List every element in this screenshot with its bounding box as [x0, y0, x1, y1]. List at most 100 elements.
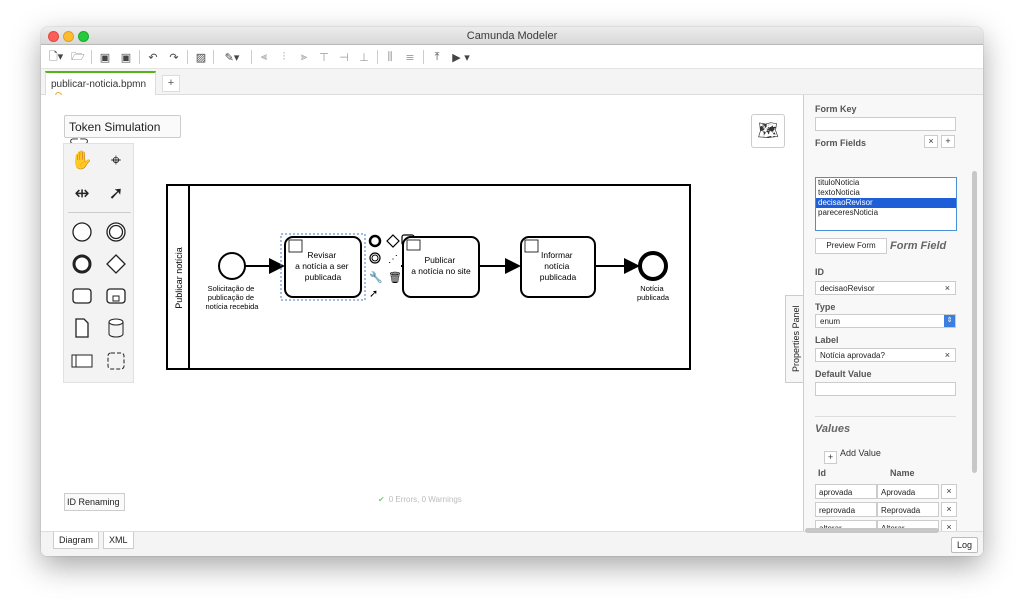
file-tab-label: publicar-noticia.bpmn [51, 79, 147, 90]
align-center-icon[interactable]: ⫶ [282, 50, 286, 63]
close-window-button[interactable] [48, 31, 59, 42]
change-type-icon[interactable]: 🔧 [369, 270, 383, 284]
clear-id-icon[interactable]: × [944, 283, 950, 293]
inform-label-line2: notícia [544, 261, 569, 271]
form-field-item[interactable]: textoNoticia [818, 188, 860, 197]
append-end-event-icon[interactable] [368, 234, 382, 248]
check-icon: ✔ [378, 495, 385, 504]
label-input[interactable]: Notícia aprovada?× [815, 348, 956, 362]
data-store-icon[interactable] [102, 314, 130, 342]
distribute-horizontal-icon[interactable]: ⫼ [387, 50, 393, 63]
remove-value-button[interactable]: × [941, 502, 957, 517]
value-name-input[interactable]: Reprovada [877, 502, 939, 517]
end-event-icon[interactable] [68, 250, 96, 278]
value-name-input[interactable]: Aprovada [877, 484, 939, 499]
form-field-item-selected[interactable]: decisaoRevisor [816, 198, 956, 208]
value-id-input[interactable]: aprovada [815, 484, 877, 499]
append-gateway-icon[interactable] [386, 234, 400, 248]
file-tab-bar: publicar-noticia.bpmn + [41, 69, 983, 99]
remove-field-button[interactable]: × [924, 135, 938, 148]
value-id-input[interactable]: reprovada [815, 502, 877, 517]
bpmn-diagram: Publicar notícia Solicitação de publicaç… [166, 184, 691, 370]
lint-status[interactable]: ✔0 Errors, 0 Warnings [378, 495, 462, 504]
preview-form-button[interactable]: Preview Form [815, 238, 887, 254]
append-annotation-icon[interactable]: ⋰ [388, 254, 398, 265]
subprocess-icon[interactable] [102, 282, 130, 310]
values-col-id: Id [818, 468, 826, 478]
redo-icon[interactable]: ↷ [169, 50, 179, 64]
open-file-icon[interactable]: 🗁 [71, 49, 85, 63]
value-id-input[interactable]: alterar [815, 520, 877, 531]
add-field-button[interactable]: + [941, 135, 955, 148]
app-window: Camunda Modeler 🗋▾ 🗁 ▣ ▣ ↶ ↷ ▨ ✎▾ ⫷ ⫶ ⫸ … [41, 27, 983, 556]
connect-flow-icon[interactable]: ➚ [369, 288, 378, 300]
delete-icon[interactable]: 🗑 [388, 271, 402, 284]
diagram-view-tab[interactable]: Diagram [53, 532, 100, 549]
remove-value-button[interactable]: × [941, 484, 957, 499]
user-task-icon [524, 239, 539, 253]
minimap-button[interactable]: 🗺 [751, 114, 785, 148]
save-as-icon[interactable]: ▣ [120, 50, 132, 64]
lasso-icon[interactable]: ⌖ [110, 149, 122, 170]
intermediate-event-icon[interactable] [102, 218, 130, 246]
data-object-icon[interactable] [68, 314, 96, 342]
form-field-item[interactable]: tituloNoticia [818, 178, 860, 187]
align-middle-icon[interactable]: ⊣ [339, 50, 349, 64]
form-fields-label: Form Fields [815, 138, 867, 148]
new-file-icon[interactable]: 🗋▾ [48, 49, 64, 63]
start-instance-icon[interactable]: ▶ ▾ [452, 50, 470, 64]
inform-label-line3: publicada [540, 272, 577, 282]
align-left-icon[interactable]: ⫷ [260, 50, 268, 63]
values-col-name: Name [890, 468, 915, 478]
align-right-icon[interactable]: ⫸ [300, 50, 308, 63]
group-icon[interactable] [102, 347, 130, 375]
connect-icon[interactable]: ➚ [108, 182, 124, 203]
review-label-line1: Revisar [307, 250, 336, 260]
space-tool-icon[interactable]: ⇹ [74, 182, 90, 203]
form-field-header: Form Field [890, 240, 947, 252]
end-event[interactable] [638, 251, 668, 281]
form-field-item[interactable]: pareceresNoticia [818, 208, 879, 217]
minimize-window-button[interactable] [63, 31, 74, 42]
start-event[interactable] [218, 252, 246, 280]
properties-horizontal-scrollbar[interactable] [805, 528, 939, 533]
form-fields-list[interactable]: tituloNoticia textoNoticia decisaoReviso… [815, 177, 957, 231]
add-value-button[interactable]: +Add Value [824, 448, 881, 464]
id-renaming-button[interactable]: ID Renaming [64, 493, 125, 511]
type-select[interactable]: enum⇕ [815, 314, 956, 328]
gateway-icon[interactable] [102, 250, 130, 278]
clear-label-icon[interactable]: × [944, 350, 950, 360]
add-tab-button[interactable]: + [162, 75, 180, 92]
add-value-label: Add Value [840, 448, 881, 458]
pool-icon[interactable] [68, 347, 96, 375]
color-picker-icon[interactable]: ✎▾ [224, 50, 240, 64]
publish-label-line1: Publicar [424, 255, 455, 265]
maximize-window-button[interactable] [78, 31, 89, 42]
save-icon[interactable]: ▣ [99, 50, 111, 64]
remove-value-button[interactable]: × [941, 520, 957, 531]
deploy-icon[interactable]: ⤒ [434, 50, 440, 63]
diagram-canvas[interactable]: Token Simulation ⊂⊃ 🗺 ✋ ⌖ ⇹ ➚ Publicar n… [45, 95, 807, 531]
form-key-input[interactable] [815, 117, 956, 131]
hand-icon[interactable]: ✋ [70, 149, 94, 170]
append-intermediate-icon[interactable] [369, 252, 381, 264]
xml-view-tab[interactable]: XML [103, 532, 134, 549]
end-label-line1: Notícia [640, 284, 664, 293]
task-icon[interactable] [68, 282, 96, 310]
file-tab[interactable]: publicar-noticia.bpmn [45, 71, 156, 99]
task-review[interactable] [284, 236, 362, 298]
default-value-input[interactable] [815, 382, 956, 396]
align-top-icon[interactable]: ⊤ [319, 50, 329, 64]
undo-icon[interactable]: ↶ [148, 50, 158, 64]
export-image-icon[interactable]: ▨ [195, 50, 207, 64]
map-icon: 🗺 [757, 121, 779, 140]
window-title: Camunda Modeler [466, 30, 558, 42]
log-button[interactable]: Log [951, 537, 978, 553]
align-bottom-icon[interactable]: ⊥ [359, 50, 369, 64]
id-input[interactable]: decisaoRevisor× [815, 281, 956, 295]
value-name-input[interactable]: Alterar [877, 520, 939, 531]
distribute-vertical-icon[interactable]: ≡ [405, 50, 415, 64]
start-label-line1: Solicitação de [208, 284, 255, 293]
start-event-icon[interactable] [68, 218, 96, 246]
properties-vertical-scrollbar[interactable] [972, 171, 977, 473]
